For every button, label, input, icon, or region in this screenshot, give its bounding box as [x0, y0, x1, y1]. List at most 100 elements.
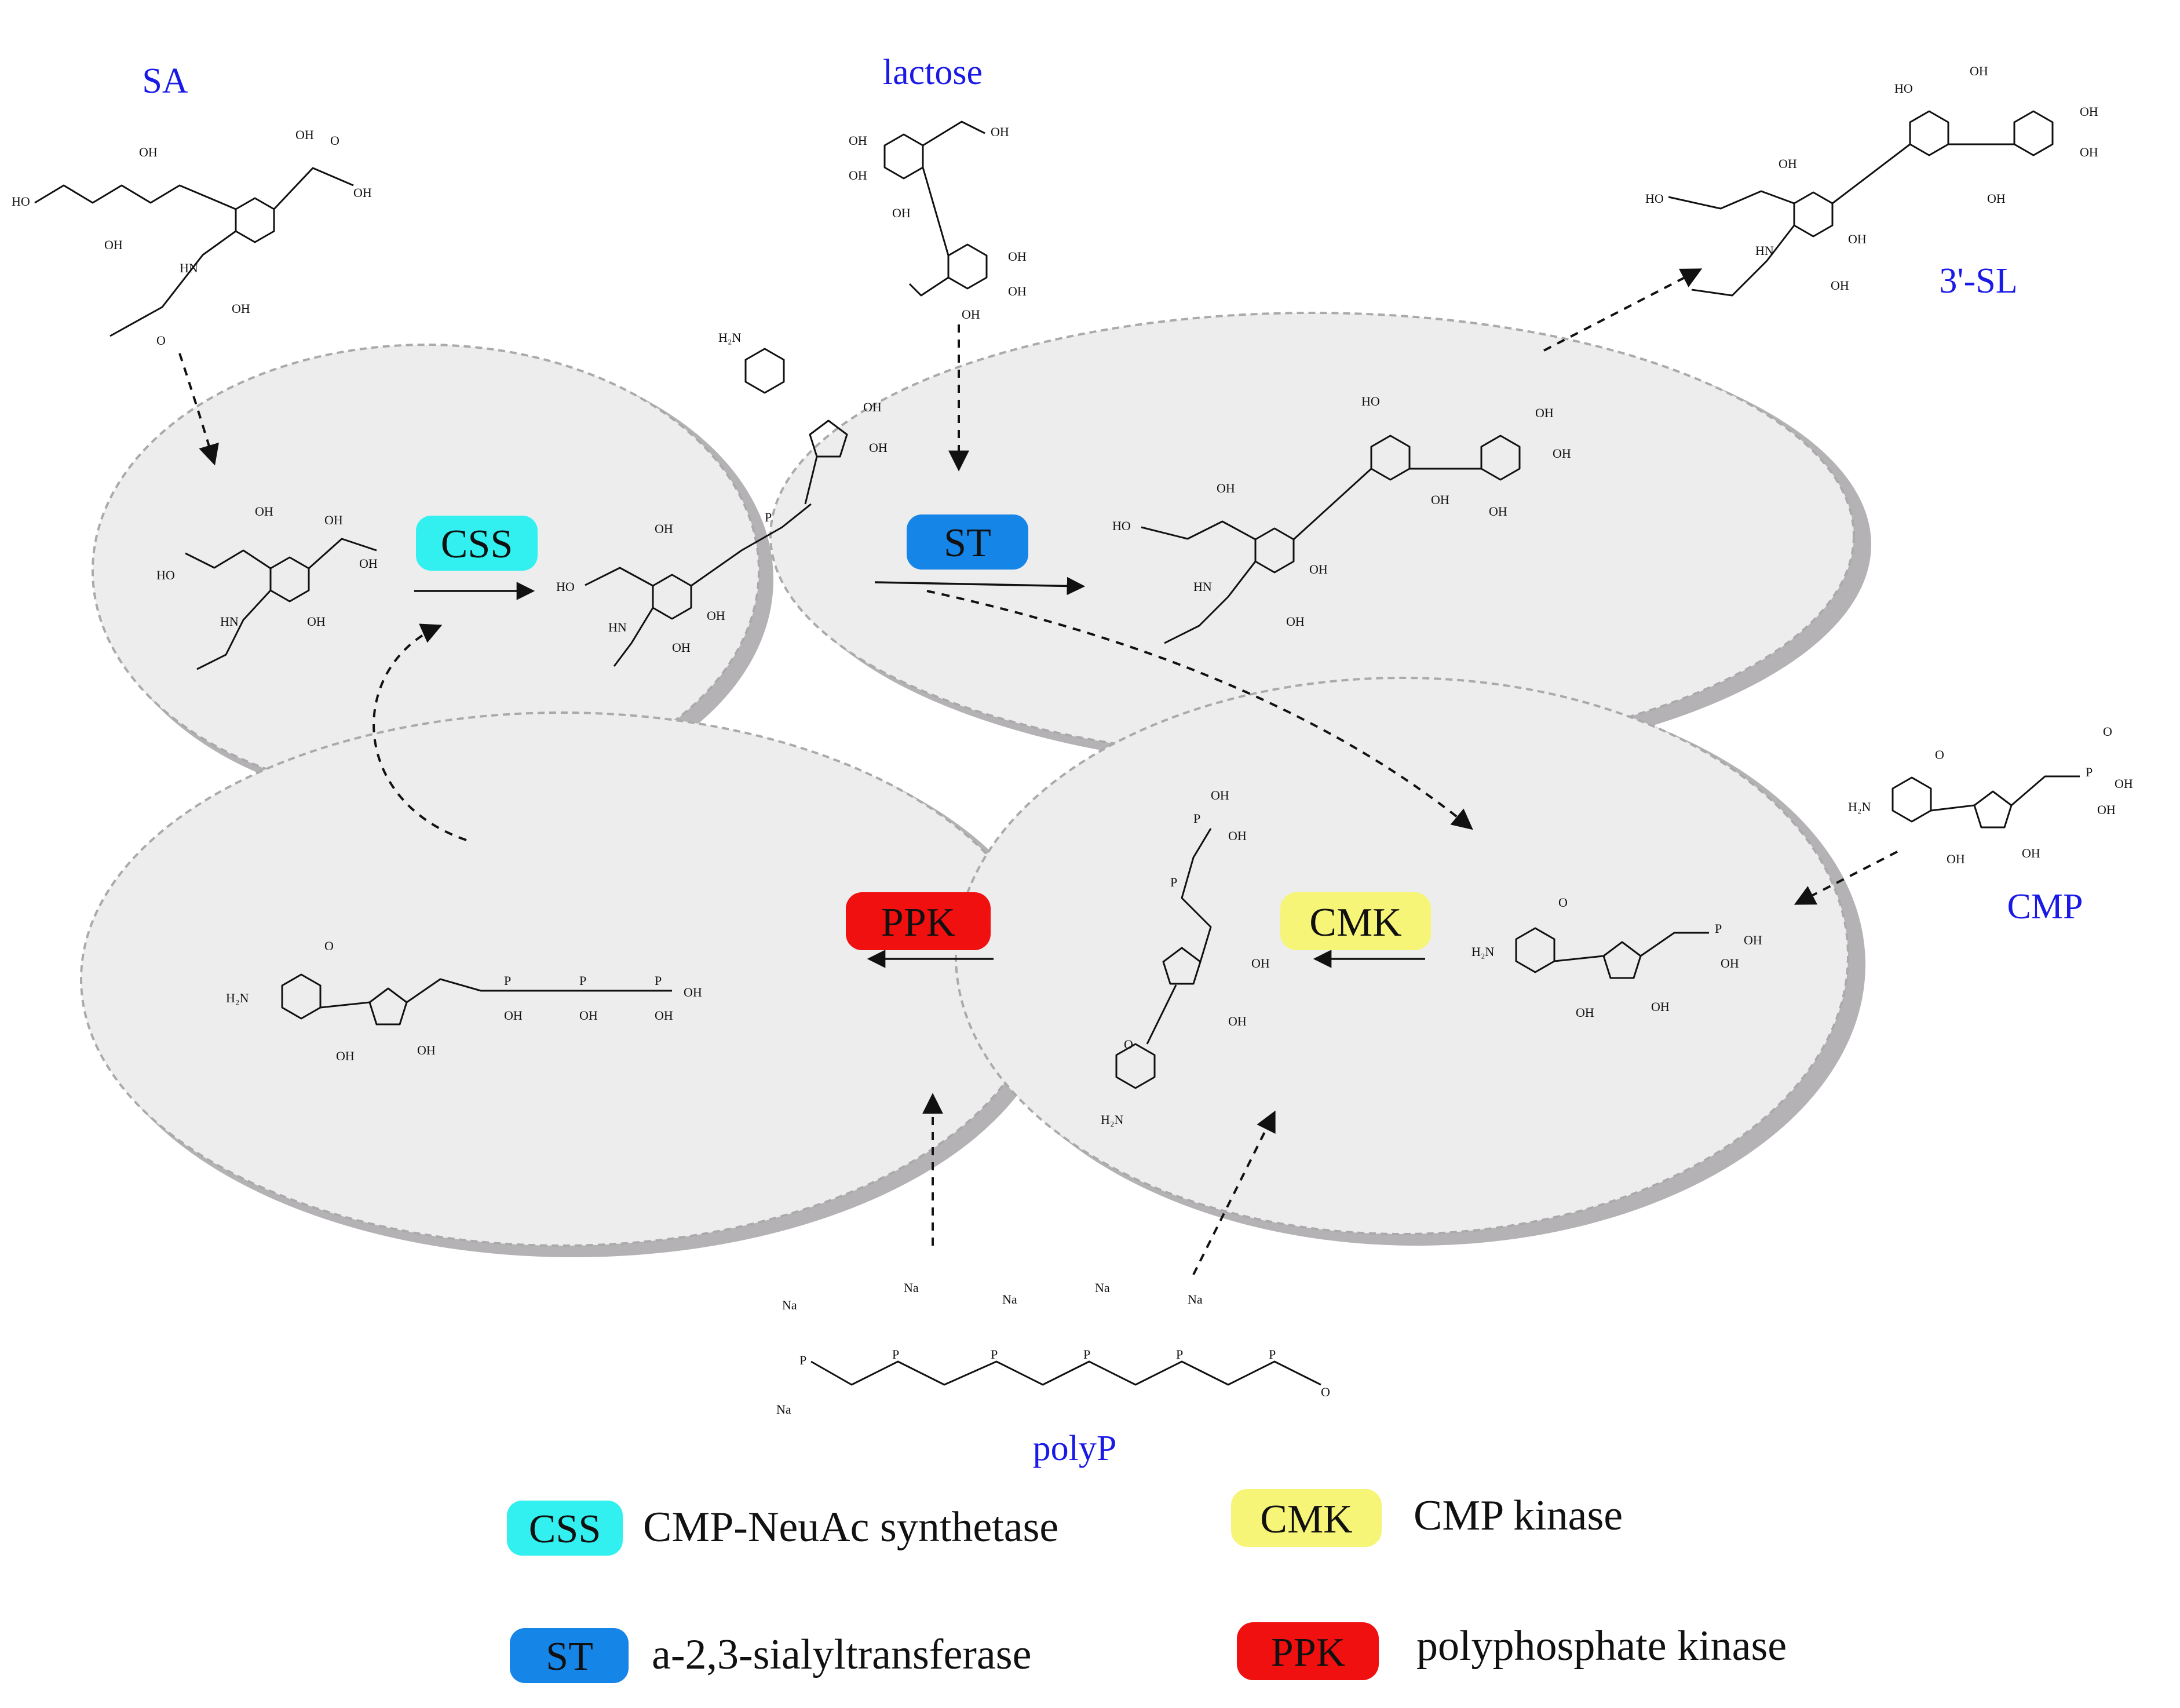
svg-text:P: P — [892, 1347, 899, 1362]
svg-text:HO: HO — [1894, 81, 1913, 96]
svg-text:OH: OH — [655, 521, 673, 536]
svg-text:P: P — [1176, 1347, 1183, 1362]
svg-text:OH: OH — [707, 608, 725, 623]
svg-text:a-2,3-sialyltransferase: a-2,3-sialyltransferase — [652, 1631, 1031, 1678]
svg-text:HO: HO — [556, 579, 575, 594]
svg-text:OH: OH — [359, 556, 378, 571]
dash-ctp-recycle — [373, 623, 467, 841]
enzyme-pill-st: ST — [907, 514, 1028, 570]
svg-text:H₂N: H₂N — [226, 991, 249, 1005]
legend: CSS CMP-NeuAc synthetase ST a-2,3-sialyl… — [507, 1489, 1787, 1683]
svg-text:OH: OH — [232, 301, 250, 316]
svg-text:HO: HO — [156, 568, 175, 582]
svg-text:Na: Na — [782, 1298, 797, 1312]
svg-text:OH: OH — [849, 133, 867, 148]
cell-bottom-left — [80, 711, 1057, 1257]
svg-text:OH: OH — [1217, 481, 1235, 495]
svg-text:HO: HO — [1361, 394, 1380, 408]
svg-text:O: O — [2103, 724, 2112, 739]
svg-text:H₂N: H₂N — [1471, 944, 1495, 959]
svg-text:OH: OH — [2080, 104, 2098, 119]
svg-text:OH: OH — [1251, 956, 1270, 970]
svg-text:O: O — [1935, 747, 1944, 762]
svg-text:H₂N: H₂N — [718, 330, 742, 345]
structure-3sl: HO OH OH OH HN HO OH OH OH OH — [1645, 64, 2098, 297]
svg-text:OH: OH — [1848, 232, 1867, 246]
svg-text:Na: Na — [1002, 1292, 1017, 1306]
svg-text:OH: OH — [1489, 504, 1507, 519]
label-cmp: CMP — [2007, 887, 2083, 926]
svg-text:OH: OH — [139, 145, 158, 159]
svg-text:OH: OH — [849, 168, 867, 183]
svg-text:OH: OH — [1228, 829, 1247, 843]
svg-text:ST: ST — [546, 1634, 593, 1679]
enzyme-pill-cmk: CMK — [1280, 892, 1431, 950]
svg-text:OH: OH — [2097, 802, 2116, 817]
svg-text:OH: OH — [1651, 999, 1670, 1014]
svg-text:OH: OH — [1721, 956, 1739, 970]
svg-text:P: P — [765, 510, 772, 524]
svg-text:CSS: CSS — [441, 522, 513, 567]
svg-text:OH: OH — [1947, 852, 1965, 866]
enzyme-pill-css: CSS — [416, 516, 538, 571]
structure-cmp: H₂N O P O OH OH OH OH — [1848, 724, 2133, 866]
svg-text:polyphosphate kinase: polyphosphate kinase — [1416, 1622, 1787, 1670]
label-lactose: lactose — [883, 53, 983, 92]
svg-text:OH: OH — [655, 1008, 673, 1023]
svg-text:HN: HN — [180, 261, 198, 275]
svg-text:P: P — [579, 973, 586, 988]
svg-text:H₂N: H₂N — [1848, 800, 1871, 814]
svg-text:OH: OH — [672, 640, 691, 655]
svg-text:CMK: CMK — [1309, 900, 1401, 945]
svg-text:HO: HO — [12, 194, 30, 209]
label-polyp: polyP — [1033, 1429, 1117, 1468]
svg-text:OH: OH — [892, 206, 911, 220]
svg-text:CMP-NeuAc synthetase: CMP-NeuAc synthetase — [643, 1503, 1058, 1551]
structure-cdp: P P OH OH H₂N O OH OH — [1101, 788, 1270, 1127]
svg-text:O: O — [330, 133, 339, 148]
dash-polyp-cmk — [1192, 1110, 1276, 1275]
svg-text:P: P — [991, 1347, 998, 1362]
enzyme-pill-st-bg — [907, 514, 1028, 570]
svg-text:P: P — [1715, 921, 1722, 936]
arrow-st-reaction — [874, 576, 1086, 596]
svg-text:HN: HN — [1193, 579, 1212, 594]
legend-item-st: ST a-2,3-sialyltransferase — [510, 1628, 1031, 1683]
svg-text:OH: OH — [1987, 191, 2006, 206]
svg-text:HO: HO — [1112, 519, 1131, 533]
structure-3sl-intracellular: HO OH OH OH HN HO OH OH OH OH — [1112, 394, 1571, 644]
svg-text:OH: OH — [1228, 1014, 1247, 1028]
svg-text:OH: OH — [1779, 156, 1797, 171]
legend-item-css: CSS CMP-NeuAc synthetase — [507, 1501, 1058, 1556]
svg-text:P: P — [799, 1353, 806, 1367]
svg-text:OH: OH — [684, 985, 702, 999]
enzyme-pill-css-bg — [416, 516, 538, 571]
svg-text:OH: OH — [869, 440, 888, 455]
svg-text:HN: HN — [608, 620, 627, 634]
structure-neuac-intracellular: HO OH OH OH OH HN — [156, 504, 378, 670]
svg-text:O: O — [324, 939, 334, 953]
cell-top-left — [92, 344, 773, 808]
svg-text:OH: OH — [1831, 278, 1849, 293]
svg-text:H₂N: H₂N — [1101, 1112, 1124, 1127]
svg-text:CSS: CSS — [529, 1507, 601, 1552]
legend-item-ppk: PPK polyphosphate kinase — [1237, 1622, 1787, 1680]
svg-text:OH: OH — [991, 125, 1009, 139]
svg-text:OH: OH — [1744, 933, 1762, 947]
svg-text:OH: OH — [1535, 406, 1554, 420]
svg-text:OH: OH — [324, 513, 343, 527]
enzyme-pill-ppk-bg — [846, 892, 991, 950]
svg-text:PPK: PPK — [881, 900, 955, 945]
structure-sa: HO OH OH OH O OH HN OH O — [12, 127, 372, 348]
cell-bottom-right — [955, 677, 1865, 1246]
svg-text:OH: OH — [255, 504, 273, 519]
svg-text:P: P — [2086, 765, 2093, 779]
structure-ctp: H₂N O P P P OH OH OH OH OH OH — [226, 939, 702, 1063]
svg-text:OH: OH — [295, 127, 314, 142]
svg-text:OH: OH — [504, 1008, 523, 1023]
cell-top-right — [769, 312, 1871, 771]
svg-text:O: O — [1321, 1385, 1330, 1399]
svg-text:P: P — [1170, 875, 1177, 889]
svg-text:CMK: CMK — [1260, 1497, 1352, 1542]
